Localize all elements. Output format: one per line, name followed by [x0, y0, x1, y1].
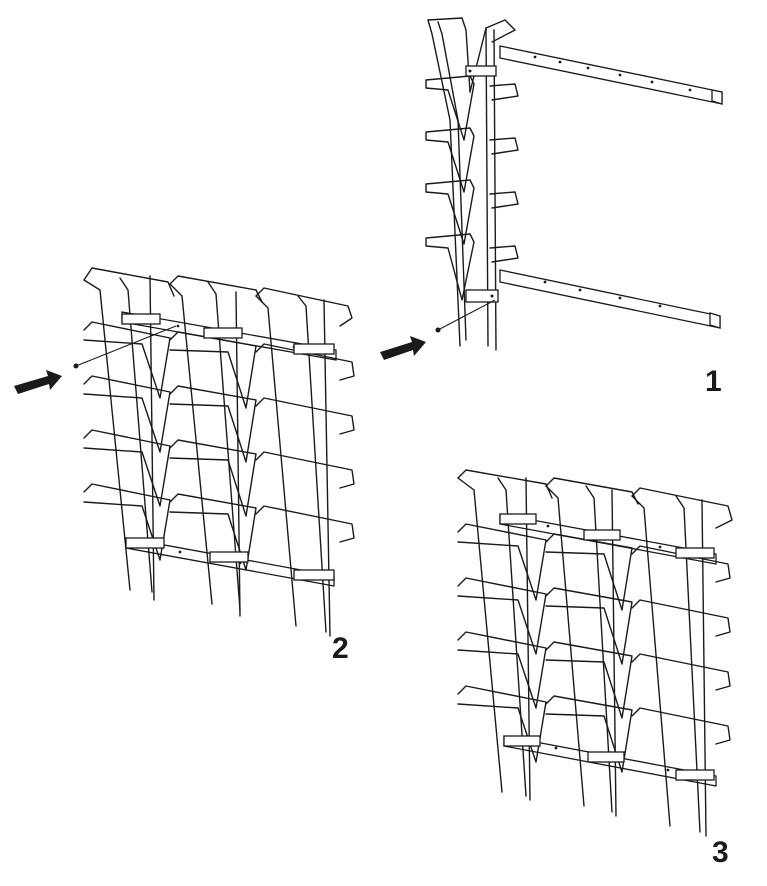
screw-icon — [435, 299, 496, 333]
shelf-row — [83, 483, 355, 571]
mounting-rail-upper — [499, 45, 723, 105]
step-3-number: 3 — [712, 836, 729, 869]
wire-rack-three-column — [83, 267, 355, 637]
step-3-figure — [457, 469, 733, 837]
arrow-icon — [14, 370, 62, 394]
screw-icon — [73, 325, 177, 369]
shelf-row — [457, 523, 731, 611]
shelf-row — [457, 685, 731, 773]
step-2-figure — [14, 267, 355, 637]
mounting-rail-lower — [499, 269, 721, 329]
step-1-number: 1 — [705, 365, 722, 398]
shelf-row — [457, 631, 731, 719]
shelf-row — [83, 375, 355, 463]
wire-rack-column — [425, 17, 519, 351]
step-2-number: 2 — [332, 632, 349, 665]
shelf-row — [83, 429, 355, 517]
shelf-row — [457, 577, 731, 665]
wire-rack-three-column — [457, 469, 733, 837]
arrow-icon — [380, 336, 426, 360]
step-1-figure — [380, 17, 723, 360]
